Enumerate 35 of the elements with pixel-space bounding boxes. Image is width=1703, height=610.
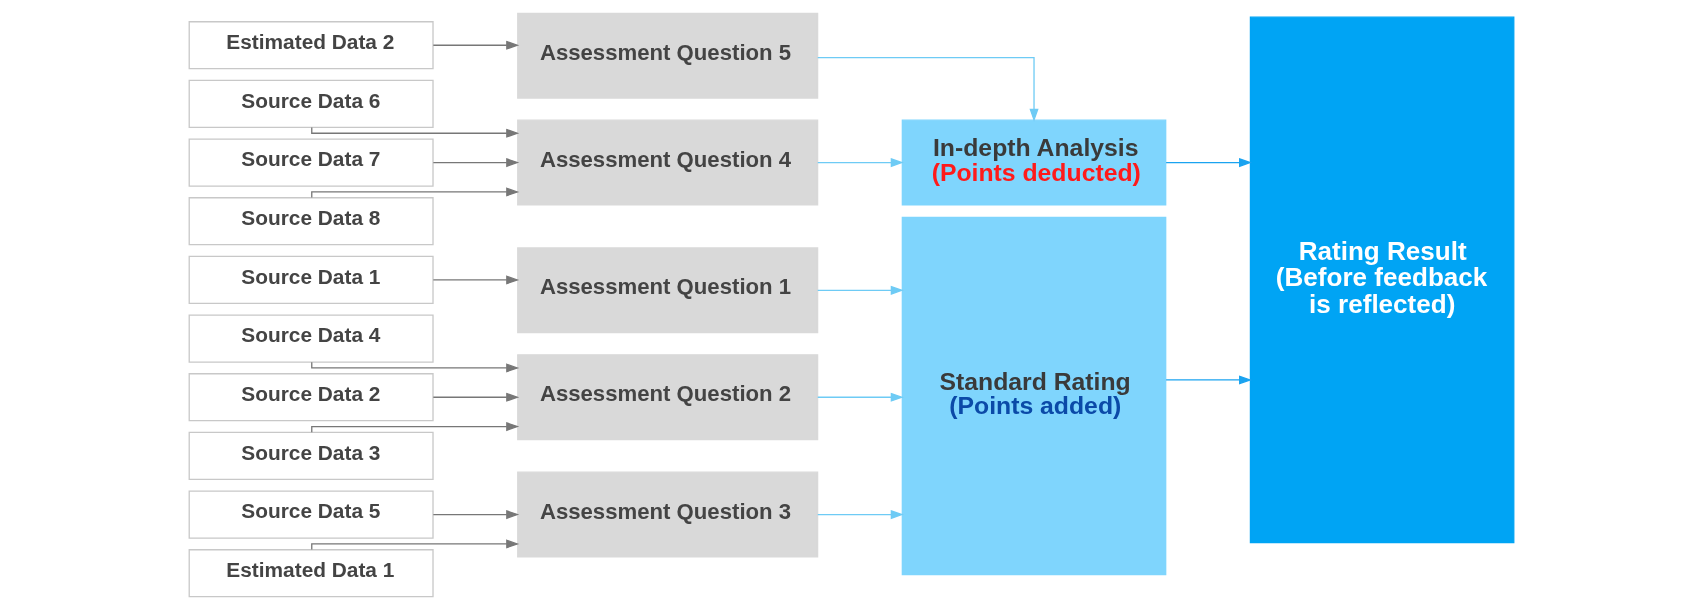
arrow — [817, 510, 904, 520]
node-box: Source Data 2 — [188, 373, 434, 422]
arrow — [311, 422, 520, 433]
arrow — [817, 392, 904, 402]
node-box: Standard Rating (Points added) — [901, 216, 1167, 576]
arrow — [311, 539, 520, 551]
arrow — [1165, 375, 1253, 385]
node-box: Estimated Data 2 — [188, 21, 434, 70]
node-box: Assessment Question 3 — [517, 471, 819, 558]
arrow — [311, 361, 520, 373]
node-box: Source Data 5 — [188, 490, 434, 539]
arrow — [432, 40, 520, 50]
arrow — [432, 275, 520, 285]
arrow — [817, 285, 904, 295]
node-box: Assessment Question 2 — [517, 354, 819, 441]
node-box: Assessment Question 5 — [517, 12, 819, 99]
node-box: Assessment Question 4 — [517, 119, 819, 206]
node-box: Estimated Data 1 — [188, 549, 434, 598]
node-box: In-depth Analysis (Points deducted) — [901, 119, 1167, 206]
arrow — [817, 158, 904, 168]
node-box: Source Data 4 — [188, 314, 434, 363]
node-box: Source Data 7 — [188, 138, 434, 187]
node-box: Source Data 1 — [188, 255, 434, 304]
arrow — [311, 126, 520, 138]
node-box: Rating Result (Before feedback is reflected) — [1249, 16, 1515, 544]
arrow — [1165, 158, 1253, 168]
arrow — [817, 56, 1039, 122]
node-box: Assessment Question 1 — [517, 247, 819, 334]
arrow — [432, 158, 520, 168]
arrow — [432, 510, 520, 520]
node-box: Source Data 6 — [188, 79, 434, 128]
node-box: Source Data 3 — [188, 431, 434, 480]
arrow — [311, 187, 520, 199]
node-box: Source Data 8 — [188, 197, 434, 246]
arrow — [432, 392, 520, 402]
